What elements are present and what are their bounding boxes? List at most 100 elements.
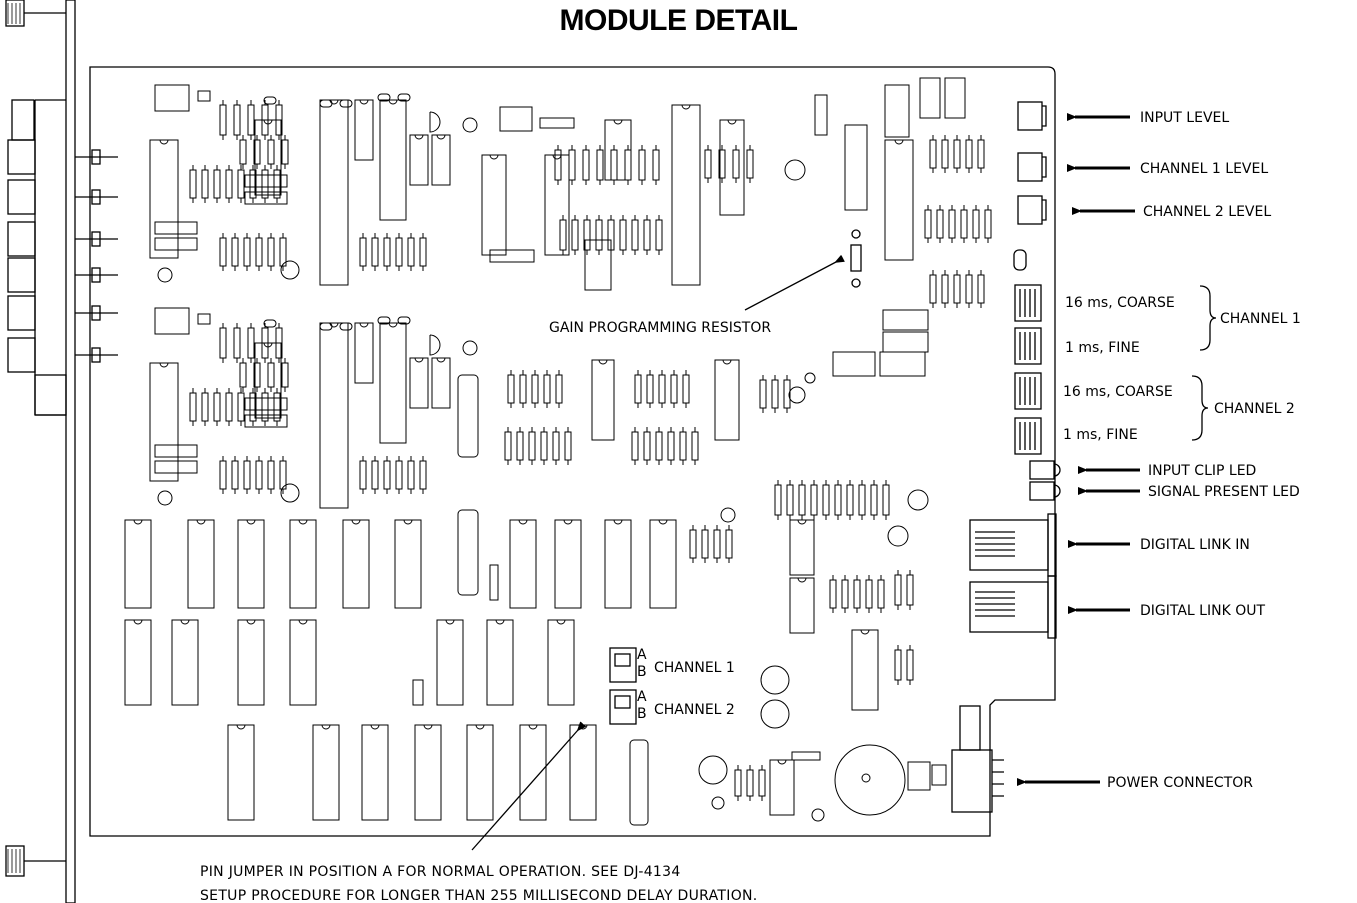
resistor: [582, 149, 590, 181]
ic-chip: [379, 99, 407, 221]
resistor: [247, 104, 255, 136]
resistor: [906, 649, 914, 681]
note-line-1: PIN JUMPER IN POSITION A FOR NORMAL OPER…: [200, 864, 681, 880]
ic-chip: [547, 619, 575, 706]
ic-chip: [414, 724, 442, 821]
resistor: [634, 374, 642, 404]
input-level-pot[interactable]: [1017, 101, 1043, 131]
digital-link-in-jack[interactable]: [969, 513, 1057, 577]
resistor: [646, 374, 654, 404]
resistor: [281, 362, 289, 388]
capacitor: [263, 96, 277, 105]
resistor: [371, 237, 379, 267]
resistor: [243, 460, 251, 490]
resistor: [734, 769, 742, 797]
resistor: [371, 460, 379, 490]
resistor: [383, 460, 391, 490]
ic-chip: [361, 724, 389, 821]
input-clip-led-label: INPUT CLIP LED: [1148, 463, 1256, 479]
resistor: [504, 431, 512, 461]
resistor: [667, 431, 675, 461]
resistor: [255, 460, 263, 490]
resistor: [219, 104, 227, 136]
jumper-blocks: [609, 647, 637, 725]
resistor: [519, 374, 527, 404]
resistor: [906, 574, 914, 606]
ic-chip: [851, 629, 879, 711]
resistor: [279, 237, 287, 267]
pcb-outline: [89, 66, 1056, 837]
resistor: [936, 209, 944, 239]
ic-chip: [379, 322, 407, 444]
resistor: [877, 579, 885, 609]
resistor: [543, 374, 551, 404]
resistor: [231, 237, 239, 267]
resistor: [407, 460, 415, 490]
ch1-coarse-switch[interactable]: [1014, 284, 1042, 322]
resistor: [359, 460, 367, 490]
ch2-coarse-switch[interactable]: [1014, 372, 1042, 410]
ic-chip: [187, 519, 215, 609]
jumper-a1-label: A: [637, 647, 647, 663]
resistor: [732, 149, 740, 179]
ch1-jumper[interactable]: [609, 647, 637, 683]
jumper-b1-label: B: [637, 664, 647, 680]
resistor: [225, 392, 233, 422]
resistor: [746, 149, 754, 179]
ic-chip: [769, 759, 795, 816]
resistor: [395, 460, 403, 490]
resistor: [237, 169, 245, 199]
resistor: [759, 379, 767, 409]
ic-chip: [124, 519, 152, 609]
ic-chip: [481, 154, 507, 256]
ic-chip: [289, 519, 317, 609]
resistor: [219, 460, 227, 490]
jumper-ch2-label: CHANNEL 2: [654, 702, 735, 718]
power-connector[interactable]: [951, 705, 1004, 813]
ic-chip: [519, 724, 547, 821]
capacitor: [377, 316, 391, 325]
resistor: [858, 484, 866, 516]
resistor: [267, 362, 275, 388]
resistor: [924, 209, 932, 239]
resistor: [239, 362, 247, 388]
ic-chip: [604, 519, 632, 609]
resistor: [725, 529, 733, 559]
ch2-jumper[interactable]: [609, 689, 637, 725]
ic-chip: [431, 357, 451, 409]
ic-chip: [227, 724, 255, 821]
resistor: [273, 169, 281, 199]
resistor: [213, 392, 221, 422]
level-pots: [1013, 101, 1047, 271]
capacitor: [397, 93, 411, 102]
resistor: [540, 431, 548, 461]
resistor: [247, 327, 255, 359]
channel1-level-label: CHANNEL 1 LEVEL: [1140, 161, 1268, 177]
resistor: [555, 374, 563, 404]
digital-link-out-jack[interactable]: [969, 575, 1057, 639]
resistor: [834, 484, 842, 516]
ic-chip: [486, 619, 514, 706]
callout-arrows: [471, 113, 1140, 851]
resistor: [243, 237, 251, 267]
ic-chip: [544, 154, 570, 256]
resistor: [853, 579, 861, 609]
resistor: [273, 392, 281, 422]
ch1-fine-switch[interactable]: [1014, 327, 1042, 365]
ch1-group-label: CHANNEL 1: [1220, 311, 1301, 327]
resistor: [643, 431, 651, 461]
resistor: [882, 484, 890, 516]
ic-chip: [312, 724, 340, 821]
ch2-fine-switch[interactable]: [1014, 417, 1042, 455]
front-panel: [5, 0, 118, 903]
channel1-level-pot[interactable]: [1017, 152, 1043, 182]
resistor: [960, 209, 968, 239]
gain-resistor-label: GAIN PROGRAMMING RESISTOR: [549, 320, 771, 336]
digital-link-out-label: DIGITAL LINK OUT: [1140, 603, 1265, 619]
resistor: [233, 327, 241, 359]
resistor: [972, 209, 980, 239]
resistor: [383, 237, 391, 267]
ic-chip: [409, 357, 429, 409]
channel2-level-pot[interactable]: [1017, 195, 1043, 225]
resistor: [255, 237, 263, 267]
